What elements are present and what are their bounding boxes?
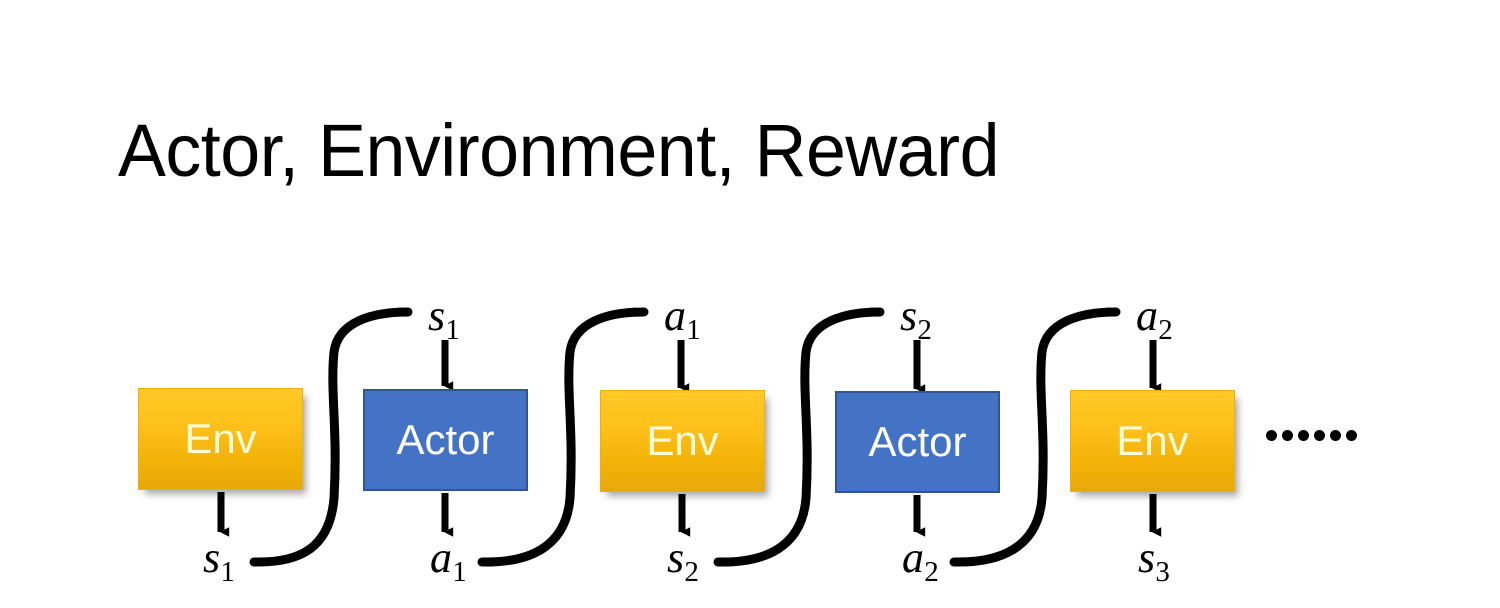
label-base: a <box>1136 291 1158 340</box>
label-subscript: 1 <box>452 555 467 588</box>
down-arrows-into-nodes <box>441 340 1162 394</box>
label-base: s <box>1138 533 1156 582</box>
math-label-top-a1: a1 <box>664 291 701 345</box>
math-label-bot-a1: a1 <box>430 533 467 587</box>
label-subscript: 1 <box>220 555 235 588</box>
ellipsis-dot <box>1330 430 1341 441</box>
label-subscript: 1 <box>445 313 460 346</box>
label-subscript: 2 <box>1158 313 1173 346</box>
label-subscript: 2 <box>924 555 939 588</box>
label-subscript: 1 <box>686 313 701 346</box>
label-base: s <box>667 533 685 582</box>
ellipsis-dots <box>1266 430 1357 441</box>
ellipsis-dot <box>1282 430 1293 441</box>
label-base: a <box>430 533 452 582</box>
math-label-bot-s2: s2 <box>667 533 699 587</box>
math-label-bot-s1: s1 <box>203 533 235 587</box>
node-label: Actor <box>868 418 967 465</box>
label-base: a <box>664 291 686 340</box>
math-label-top-s1: s1 <box>428 291 460 345</box>
node-env1: Env <box>138 388 303 490</box>
node-actor2: Actor <box>835 391 1000 493</box>
label-base: a <box>902 533 924 582</box>
math-label-bot-a2: a2 <box>902 533 939 587</box>
label-base: s <box>900 291 918 340</box>
label-base: s <box>203 533 221 582</box>
down-arrows-out-of-nodes <box>217 492 1162 537</box>
node-label: Env <box>1116 417 1189 464</box>
node-env3: Env <box>1070 390 1235 492</box>
math-label-top-a2: a2 <box>1136 291 1173 345</box>
label-subscript: 3 <box>1155 555 1170 588</box>
math-label-bot-s3: s3 <box>1138 533 1170 587</box>
node-label: Actor <box>396 416 495 463</box>
ellipsis-dot <box>1266 430 1277 441</box>
node-actor1: Actor <box>363 389 528 491</box>
label-subscript: 2 <box>917 313 932 346</box>
label-subscript: 2 <box>684 555 699 588</box>
label-base: s <box>428 291 446 340</box>
page-title: Actor, Environment, Reward <box>118 109 1000 192</box>
node-label: Env <box>646 417 719 464</box>
node-env2: Env <box>600 390 765 492</box>
ellipsis-dot <box>1298 430 1309 441</box>
math-label-top-s2: s2 <box>900 291 932 345</box>
node-label: Env <box>184 415 257 462</box>
ellipsis-dot <box>1346 430 1357 441</box>
ellipsis-dot <box>1314 430 1325 441</box>
